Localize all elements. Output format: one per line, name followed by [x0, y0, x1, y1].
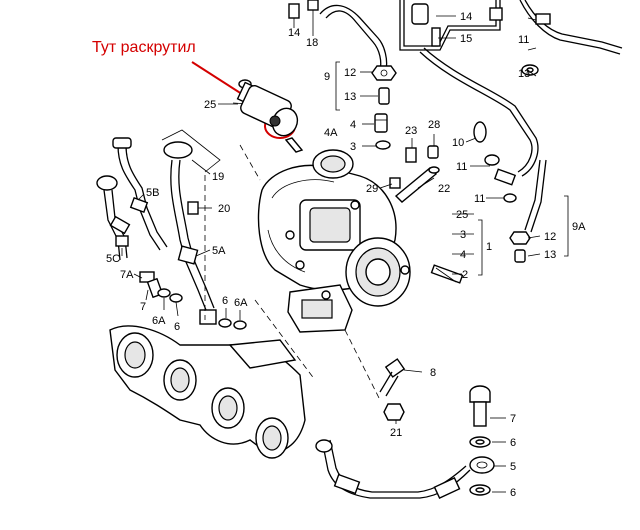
part-20-bolt: [187, 201, 199, 215]
callout-11-mid: 11: [456, 161, 467, 173]
callout-3-right: 3: [460, 229, 466, 241]
callout-18: 18: [306, 37, 318, 49]
part-12-nut: [371, 65, 397, 81]
callout-21: 21: [390, 427, 402, 439]
oil-feed-pipe: [319, 4, 388, 71]
callout-8: 8: [430, 367, 436, 379]
callout-7a: 7A: [120, 269, 134, 281]
callout-6-left: 6: [174, 321, 180, 333]
callout-28: 28: [428, 119, 440, 131]
callout-11-right: 11: [474, 193, 485, 205]
part-4-fitting: [374, 113, 388, 133]
callout-6a-right: 6A: [234, 297, 248, 309]
turbocharger-body: [257, 149, 411, 333]
parts-14-18-top: [288, 0, 319, 26]
part-21-nut: [383, 403, 405, 421]
annotation-text: Тут раскрутил: [92, 39, 196, 56]
pipe-9a: [524, 159, 541, 231]
part-11-bolt-top: [521, 13, 551, 76]
pipe-5c: [96, 175, 131, 261]
callout-7: 7: [140, 301, 146, 313]
callout-20: 20: [218, 203, 230, 215]
callout-6-right-bottom: 6: [510, 487, 516, 499]
callout-25: 25: [456, 209, 468, 221]
callout-22: 22: [438, 183, 450, 195]
part-2-stud: [430, 264, 464, 284]
return-pipe-long: [419, 51, 533, 173]
callout-bracket-1: [478, 219, 483, 276]
part-12-nut-right: [509, 231, 531, 245]
washers-6-6a-left: [157, 288, 247, 330]
part-25-valve: [232, 79, 304, 153]
alignment-dash-4: [239, 144, 261, 181]
callout-bracket-19: [161, 129, 221, 173]
callout-2: 2: [462, 269, 468, 281]
pipe-5b: [112, 137, 168, 251]
bottom-pipe-fittings: [315, 439, 461, 500]
callout-19: 19: [212, 171, 224, 183]
callout-7-right: 7: [510, 413, 516, 425]
callout-3: 3: [350, 141, 356, 153]
callout-9a: 9A: [572, 221, 586, 233]
pipe-5a: [163, 141, 217, 325]
exhaust-manifold: [109, 325, 306, 459]
washers-6-right: [469, 436, 491, 496]
callout-14a: 14: [288, 27, 300, 39]
callout-11-top: 11: [518, 34, 529, 46]
part-3-washer: [375, 140, 391, 150]
top-right-bracket: [399, 0, 503, 51]
callout-1: 1: [486, 241, 492, 253]
callout-5a: 5A: [212, 245, 226, 257]
part-28-nut: [427, 145, 439, 159]
alignment-dash-3: [344, 329, 381, 401]
callout-labels: 14 18 14 15 11 13 12 9 13 4A 3 4 23 28 1…: [106, 11, 586, 499]
callout-12-right: 12: [544, 231, 556, 243]
callout-6-right-top: 6: [510, 437, 516, 449]
callout-13-top: 13: [518, 68, 530, 80]
callout-4-right: 4: [460, 249, 466, 261]
return-pipe-top: [519, 0, 621, 55]
part-10-banjo: [473, 121, 517, 203]
callout-9: 9: [324, 71, 330, 83]
callout-4: 4: [350, 119, 356, 131]
callout-12: 12: [344, 67, 356, 79]
callout-13-right: 13: [544, 249, 556, 261]
callout-29: 29: [366, 183, 378, 195]
callout-6a-left: 6A: [152, 315, 166, 327]
callout-5: 5: [510, 461, 516, 473]
callout-23: 23: [405, 125, 417, 137]
part-23-bolt: [405, 147, 417, 163]
callout-14b: 14: [460, 11, 472, 23]
callout-5b: 5B: [146, 187, 159, 199]
callout-15: 15: [460, 33, 472, 45]
callout-13: 13: [344, 91, 356, 103]
part-5-banjo: [469, 456, 495, 474]
part-7-bolt-right: [469, 385, 491, 427]
callout-4a: 4A: [324, 127, 338, 139]
part-8-bolt: [379, 358, 406, 397]
part-13-fitting-right: [514, 249, 526, 263]
alignment-dash-2: [254, 299, 316, 381]
callout-5c: 5C: [106, 253, 120, 265]
part-13-fitting: [378, 87, 390, 105]
callout-6: 6: [222, 295, 228, 307]
part-22-rod: [389, 166, 440, 203]
leader-lines: [121, 15, 569, 493]
callout-10: 10: [452, 137, 464, 149]
callout-25-top: 25: [204, 99, 216, 111]
